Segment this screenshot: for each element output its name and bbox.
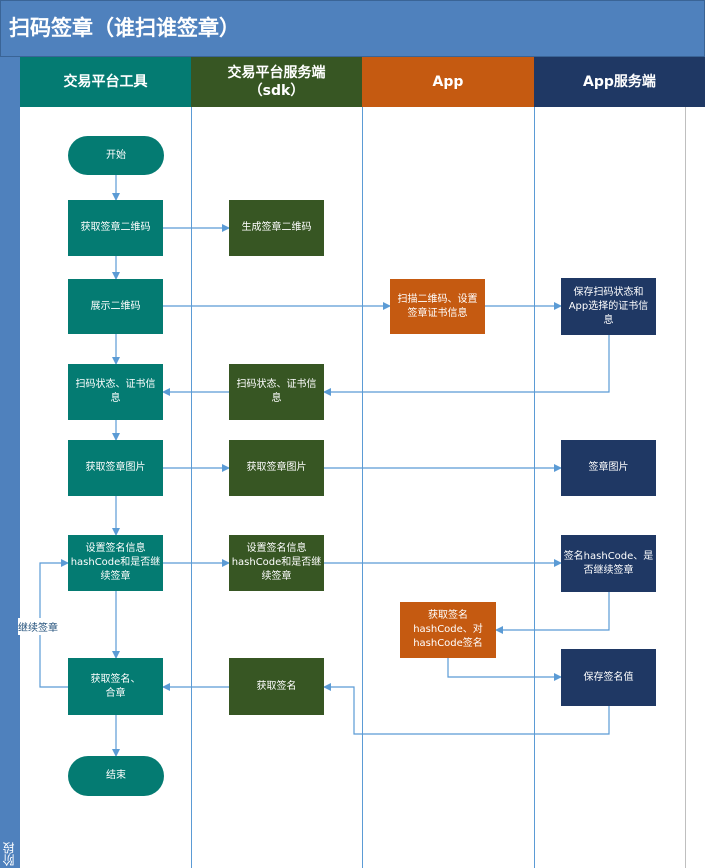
lane-divider bbox=[191, 107, 192, 868]
edge-server-appsign bbox=[495, 592, 610, 634]
title-bar: 扫码签章（谁扫谁签章） bbox=[0, 0, 705, 57]
get-img-tool-node: 获取签章图片 bbox=[68, 440, 163, 496]
app-sign-node: 获取签名 hashCode、对 hashCode签名 bbox=[400, 602, 496, 658]
scan-qr-node: 扫描二维码、设置 签章证书信息 bbox=[390, 279, 485, 334]
edge-appsign-save bbox=[447, 658, 562, 681]
save-scan-node: 保存扫码状态和 App选择的证书信 息 bbox=[561, 278, 656, 335]
lane-header-tool: 交易平台工具 bbox=[20, 57, 191, 107]
get-qr-node: 获取签章二维码 bbox=[68, 200, 163, 256]
set-info-tool-node: 设置签名信息 hashCode和是否继 续签章 bbox=[68, 535, 163, 591]
show-qr-node: 展示二维码 bbox=[68, 279, 163, 334]
lane-header-sdk: 交易平台服务端 （sdk） bbox=[191, 57, 362, 107]
lane-divider bbox=[362, 107, 363, 868]
edge-save-sdkgetsign bbox=[323, 683, 610, 735]
edge-save-sdkstatus bbox=[323, 335, 610, 396]
lane-divider bbox=[685, 107, 686, 868]
diagram-title: 扫码签章（谁扫谁签章） bbox=[9, 16, 240, 40]
set-info-sdk-node: 设置签名信息 hashCode和是否继 续签章 bbox=[229, 535, 324, 591]
scan-status-sdk-node: 扫码状态、证书信 息 bbox=[229, 364, 324, 420]
get-img-sdk-node: 获取签章图片 bbox=[229, 440, 324, 496]
phase-strip: 阶段 bbox=[0, 57, 20, 868]
save-sign-node: 保存签名值 bbox=[561, 649, 656, 706]
lane-divider bbox=[534, 107, 535, 868]
loop-label: 继续签章 bbox=[18, 618, 58, 635]
sign-hash-server-node: 签名hashCode、是 否继续签章 bbox=[561, 535, 656, 592]
sign-img-node: 签章图片 bbox=[561, 440, 656, 496]
end-node: 结束 bbox=[68, 756, 164, 796]
gen-qr-node: 生成签章二维码 bbox=[229, 200, 324, 256]
get-sign-tool-node: 获取签名、 合章 bbox=[68, 658, 163, 715]
lane-header-app-server: App服务端 bbox=[534, 57, 705, 107]
scan-status-tool-node: 扫码状态、证书信 息 bbox=[68, 364, 163, 420]
lane-header-app: App bbox=[362, 57, 534, 107]
start-node: 开始 bbox=[68, 136, 164, 175]
get-sign-sdk-node: 获取签名 bbox=[229, 658, 324, 715]
